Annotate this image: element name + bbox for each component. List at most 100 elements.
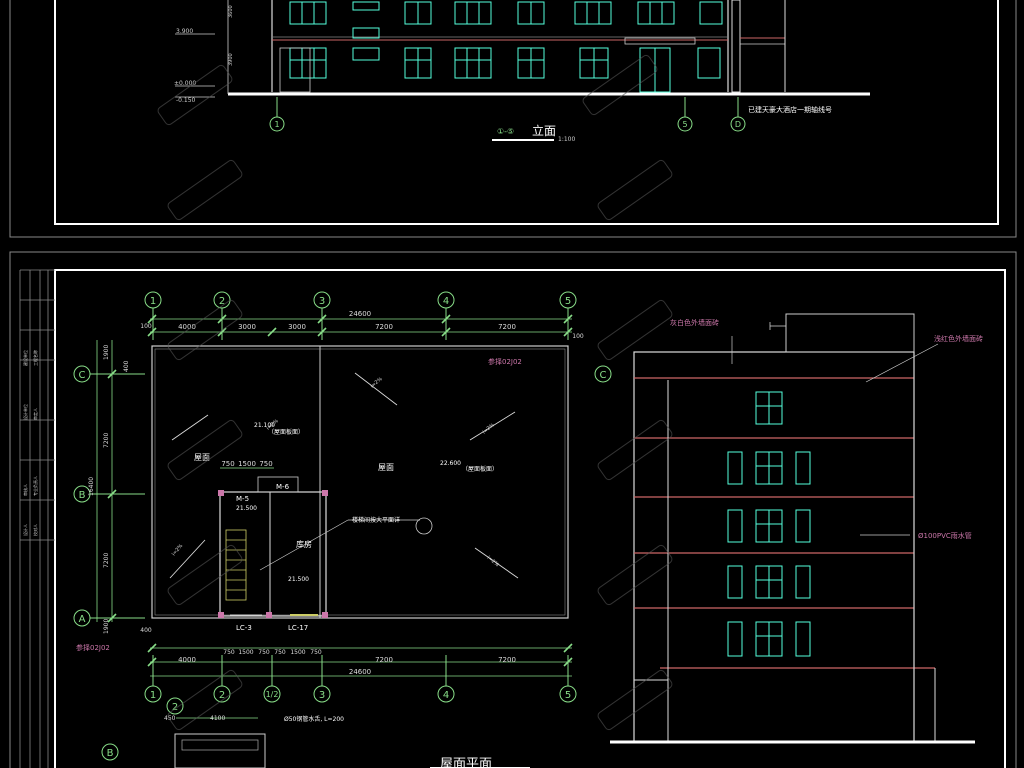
stair-dim-0: 750 [221, 460, 234, 468]
dim-total-bot: 24600 [349, 668, 371, 676]
plan-axis-b5: 4 [443, 690, 449, 701]
storage-label: 库房 [296, 539, 312, 549]
level-21500a: 21.500 [236, 505, 257, 512]
tb-row-3: 审定人 [32, 408, 38, 420]
roof-main-label: 屋面 [378, 463, 394, 472]
side-elevation [610, 313, 975, 744]
level-22600: 22.600 [440, 460, 461, 467]
dim-top-1: 4000 [178, 323, 196, 331]
plan-axis-b4: 3 [319, 690, 325, 701]
watermark [157, 54, 673, 731]
ref-top: 参择02J02 [488, 357, 522, 366]
plan-axis-2: 2 [219, 296, 225, 307]
dim-left-2: 7200 [103, 433, 110, 448]
dim-left-3: 16400 [88, 477, 95, 496]
roof-plan-title: 屋面平面 [440, 757, 492, 768]
dim-left-6: 400 [140, 627, 152, 634]
plan-axis-b3: 1/2 [266, 690, 279, 699]
dim-bot-0: 4000 [178, 656, 196, 664]
stair-dim-1: 1500 [238, 460, 256, 468]
tb-row-2: 设计单位 [22, 404, 28, 420]
dim-left-0: 1900 [103, 345, 110, 360]
slope-3: i=2% [481, 422, 495, 435]
elev-level-1: 3.900 [176, 28, 193, 35]
front-elevation [175, 0, 870, 141]
elev-hotel-note: 已建天豪大酒店一期轴线号 [748, 105, 832, 114]
stair-note: 楼梯间按大平面详 [352, 516, 400, 524]
elev-axis-5: 5 [682, 120, 687, 129]
dim-top-2: 3000 [238, 323, 256, 331]
dim-bot-5: 1500 [290, 649, 305, 656]
pipe-note: Ø50钢管水舌, L=200 [284, 715, 344, 723]
elev-axis-1: 1 [274, 120, 279, 129]
level-21500b: 21.500 [288, 576, 309, 583]
dim-total-top: 24600 [349, 310, 371, 318]
door-m6: M-6 [276, 483, 290, 491]
roof-board-2: （屋面板面） [462, 465, 498, 473]
roof-left-label: 屋面 [194, 453, 210, 462]
dim-left-5: 1900 [103, 619, 110, 634]
tb-row-0: 建设单位 [22, 350, 28, 366]
plan-axis-b1: 1 [150, 690, 156, 701]
plan-axis-1: 1 [150, 296, 156, 307]
text-layer: 3600 3900 3.900 ±0.000 -0.150 1 5 D 已建天豪… [22, 5, 983, 768]
plan-axis-b2: 2 [219, 690, 225, 701]
side-label-red: 浅红色外墙面砖 [934, 334, 983, 343]
ref-bottom: 参择02J02 [76, 643, 110, 652]
elev-title: 立面 [532, 123, 556, 138]
side-label-grey: 灰白色外墙面砖 [670, 318, 719, 327]
win-lc17: LC-17 [288, 624, 308, 632]
roof-plan [73, 291, 612, 768]
elev-scale: 1:100 [558, 136, 575, 143]
tb-row-5: 专业负责人 [32, 476, 38, 496]
plan-axis-b: B [79, 490, 86, 501]
lower-sheet-frame [9, 251, 1017, 768]
plan-axis-c-right: C [600, 370, 607, 381]
dim-450: 450 [164, 715, 176, 722]
elev-axis-range: ①-⑤ [497, 127, 514, 136]
slope-4: i=2% [171, 543, 184, 557]
dim-top-6: 100 [572, 333, 584, 340]
plan-axis-a: A [79, 614, 86, 625]
plan-axis-b6: 5 [565, 690, 571, 701]
lower-axis-2: 2 [172, 702, 178, 713]
win-lc3: LC-3 [236, 624, 252, 632]
stair-dim-2: 750 [259, 460, 272, 468]
dim-top-4: 7200 [375, 323, 393, 331]
dim-top-3: 3000 [288, 323, 306, 331]
dim-4100: 4100 [210, 715, 225, 722]
level-21100: 21.100 [254, 422, 275, 429]
dim-bot-3: 750 [258, 649, 270, 656]
plan-axis-c: C [79, 370, 86, 381]
tb-row-7: 校对人 [32, 524, 38, 536]
slope-5: i=2% [486, 555, 500, 568]
plan-axis-4: 4 [443, 296, 449, 307]
elev-level-3: -0.150 [176, 97, 196, 104]
dim-top-5: 7200 [498, 323, 516, 331]
plan-axis-5: 5 [565, 296, 571, 307]
slope-2: i=2% [369, 376, 383, 389]
plan-axis-3: 3 [319, 296, 325, 307]
dim-top-0: 100 [140, 323, 152, 330]
door-m5: M-5 [236, 495, 249, 503]
elev-height-1: 3600 [228, 5, 234, 18]
dim-bot-7: 7200 [375, 656, 393, 664]
dim-bot-6: 750 [310, 649, 322, 656]
elev-height-2: 3900 [228, 53, 234, 66]
dim-bot-2: 1500 [238, 649, 253, 656]
dim-bot-4: 750 [274, 649, 286, 656]
roof-board-1: （屋面板面） [268, 428, 304, 436]
tb-row-6: 设计人 [22, 524, 28, 536]
tb-row-1: 工程名称 [32, 350, 38, 366]
dim-left-4: 7200 [103, 553, 110, 568]
side-label-pipe: Ø100PVC雨水管 [918, 531, 972, 540]
lower-axis-b: B [107, 748, 114, 759]
dim-bot-8: 7200 [498, 656, 516, 664]
tb-row-4: 审核人 [22, 484, 28, 496]
elev-axis-d: D [735, 120, 741, 129]
dim-left-1: 400 [123, 360, 130, 372]
upper-sheet-frame [9, 0, 1017, 238]
dim-bot-1: 750 [223, 649, 235, 656]
elev-level-2: ±0.000 [174, 80, 196, 87]
